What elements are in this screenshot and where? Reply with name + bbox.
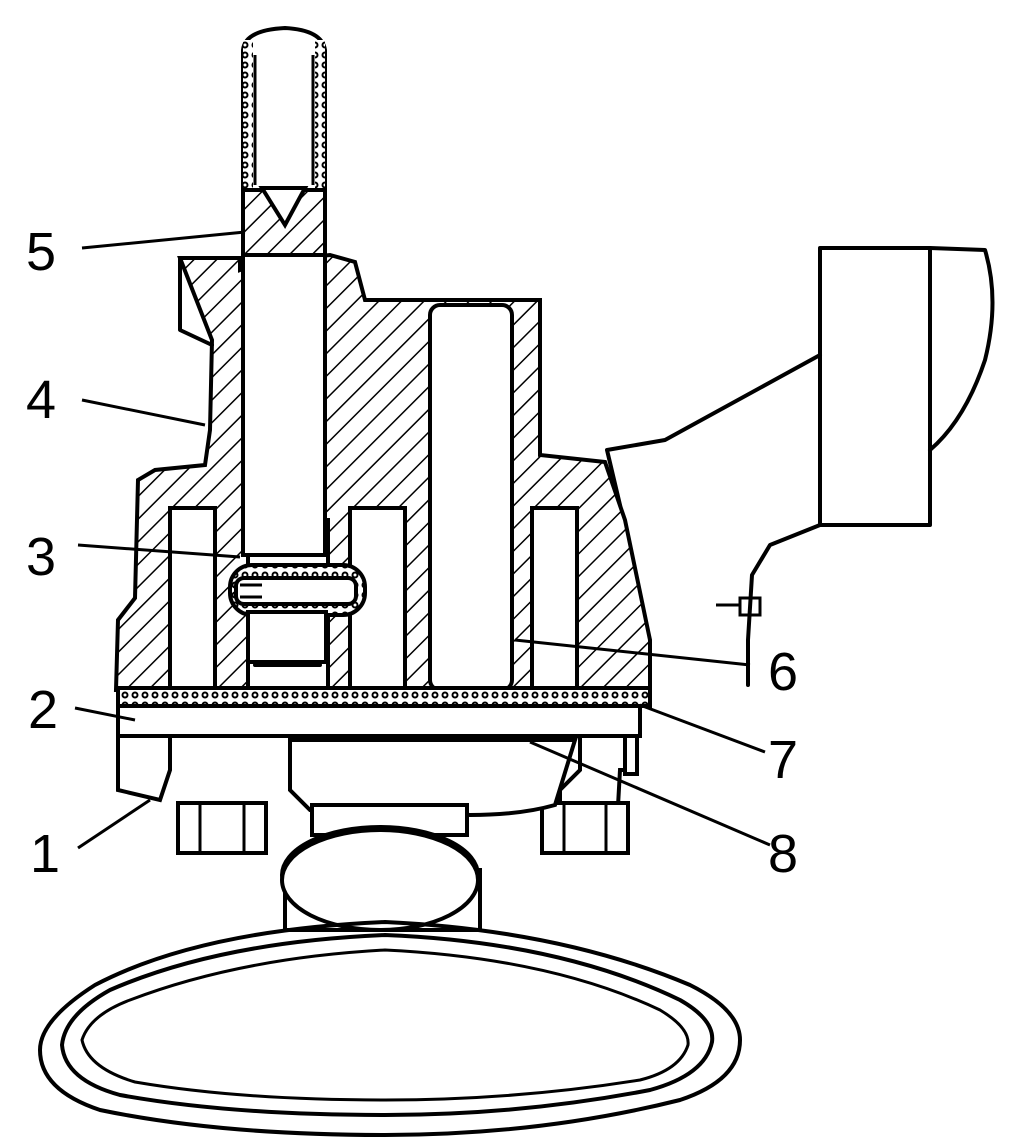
callout-2: 2 <box>28 680 58 740</box>
callout-4: 4 <box>26 370 56 430</box>
leader-6 <box>514 638 751 667</box>
leader-2 <box>74 706 136 722</box>
callout-3: 3 <box>26 527 56 587</box>
leader-4 <box>81 398 206 427</box>
drive-shaft <box>241 25 327 557</box>
callout-1: 1 <box>30 824 60 884</box>
callout-8: 8 <box>768 824 798 884</box>
callout-6: 6 <box>768 642 798 702</box>
leader-8 <box>529 740 771 847</box>
callout-labels: 1 2 3 4 5 6 7 8 <box>26 222 798 884</box>
inner-gear <box>246 610 328 667</box>
bolts <box>176 801 630 855</box>
callout-5: 5 <box>26 222 56 282</box>
oil-pickup-strainer <box>38 738 742 1137</box>
leader-5 <box>81 230 246 250</box>
drive-pin <box>228 563 367 617</box>
callout-leaders <box>74 230 771 850</box>
callout-7: 7 <box>768 730 798 790</box>
gasket-and-cover <box>116 686 652 808</box>
leader-1 <box>77 798 151 850</box>
leader-3 <box>77 543 241 559</box>
leader-7 <box>639 703 766 754</box>
side-bracket <box>605 246 995 687</box>
